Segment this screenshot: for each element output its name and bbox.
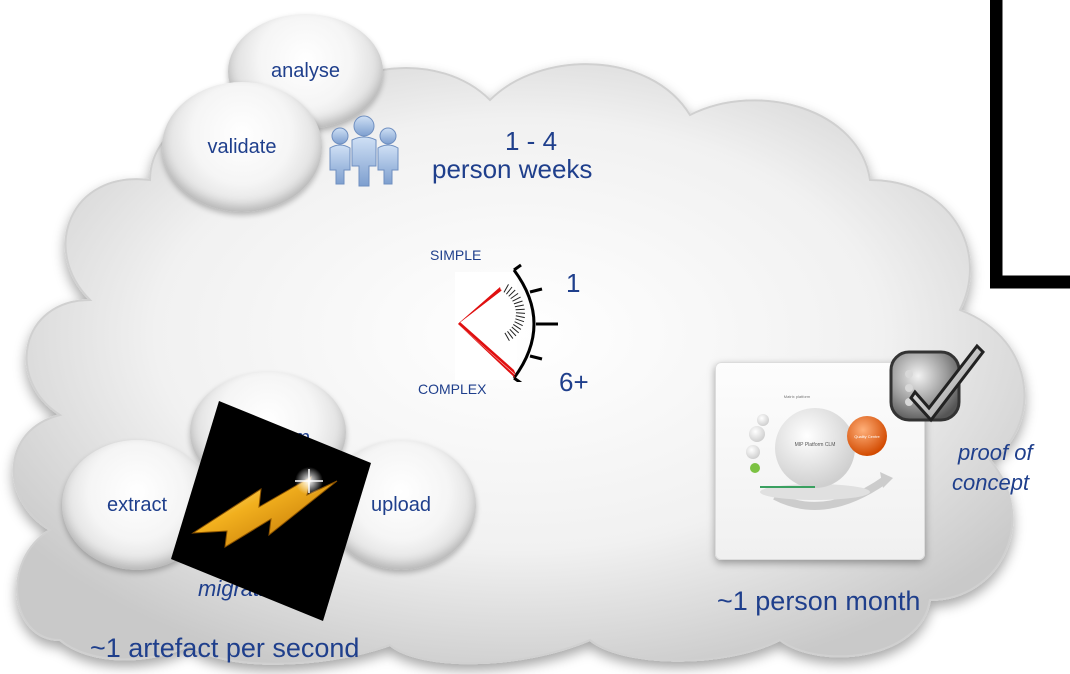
validate-bubble[interactable]: validate — [162, 82, 322, 212]
gauge-simple-label: SIMPLE — [430, 247, 482, 263]
people-icon — [329, 115, 399, 187]
gauge-max-value: 6+ — [559, 367, 589, 397]
checkmark-icon — [889, 343, 985, 423]
effort-unit: person weeks — [432, 154, 593, 184]
gauge-complex-label: COMPLEX — [418, 381, 487, 397]
poc-label-line1: proof of — [958, 440, 1033, 465]
poc-label-line2: concept — [952, 470, 1030, 495]
bracket-shape — [990, 0, 1070, 289]
extract-label: extract — [106, 493, 168, 516]
complexity-gauge — [455, 263, 558, 382]
migration-rate: ~1 artefact per second — [90, 633, 360, 663]
validate-label: validate — [207, 135, 277, 158]
poc-effort: ~1 person month — [717, 586, 921, 616]
upload-label: upload — [370, 493, 432, 516]
lightning-icon — [171, 401, 371, 621]
effort-range: 1 - 4 — [505, 126, 558, 156]
analyse-label: analyse — [271, 60, 340, 82]
poc-left-text: Matrix platform — [784, 394, 811, 399]
poc-screenshot: MIP Platform CLM Quality Centre Matrix p… — [746, 394, 893, 510]
poc-right-text: Quality Centre — [854, 434, 880, 439]
poc-center-text: MIP Platform CLM — [795, 442, 836, 448]
gauge-min-value: 1 — [566, 268, 581, 298]
